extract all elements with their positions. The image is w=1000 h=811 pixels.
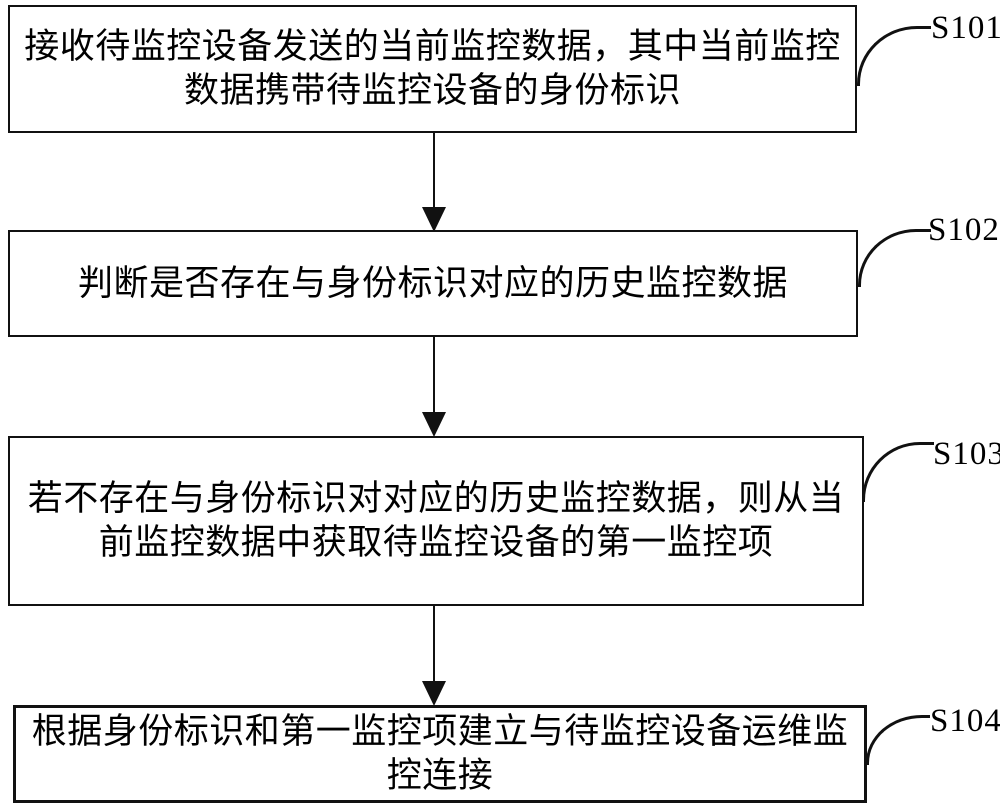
- step-label-s103: S103: [933, 436, 1000, 472]
- step-text-line: 根据身份标识和第一监控项建立与待监控设备运维监: [31, 712, 849, 752]
- step-text-line: 控连接: [386, 756, 494, 795]
- arrow-shaft: [433, 133, 435, 208]
- step-text-line: 判断是否存在与身份标识对应的历史监控数据: [77, 263, 788, 303]
- arrow-shaft: [433, 337, 435, 413]
- arrow-head-icon: [422, 207, 446, 232]
- step-box-s103: 若不存在与身份标识对对应的历史监控数据，则从当 前监控数据中获取待监控设备的第一…: [8, 436, 864, 606]
- step-label-s101: S101: [931, 10, 1000, 46]
- step-label-s102: S102: [928, 212, 1000, 248]
- step-box-s102: 判断是否存在与身份标识对应的历史监控数据: [8, 230, 858, 337]
- step-text-line: 数据携带待监控设备的身份标识: [183, 71, 681, 110]
- step-connector-curve-s101: [857, 26, 931, 86]
- step-connector-curve-s102: [858, 229, 931, 287]
- arrow-head-icon: [422, 412, 446, 437]
- step-connector-curve-s103: [862, 442, 934, 502]
- arrow-head-icon: [422, 681, 446, 706]
- step-label-s104: S104: [930, 703, 1000, 739]
- step-text-line: 前监控数据中获取待监控设备的第一监控项: [98, 523, 774, 562]
- step-box-s101: 接收待监控设备发送的当前监控数据，其中当前监控 数据携带待监控设备的身份标识: [8, 5, 857, 133]
- step-box-s104: 根据身份标识和第一监控项建立与待监控设备运维监 控连接: [13, 705, 867, 803]
- step-text-line: 若不存在与身份标识对对应的历史监控数据，则从当: [27, 479, 845, 519]
- arrow-shaft: [433, 606, 435, 682]
- step-connector-curve-s104: [866, 715, 930, 765]
- step-text-line: 接收待监控设备发送的当前监控数据，其中当前监控: [24, 27, 841, 67]
